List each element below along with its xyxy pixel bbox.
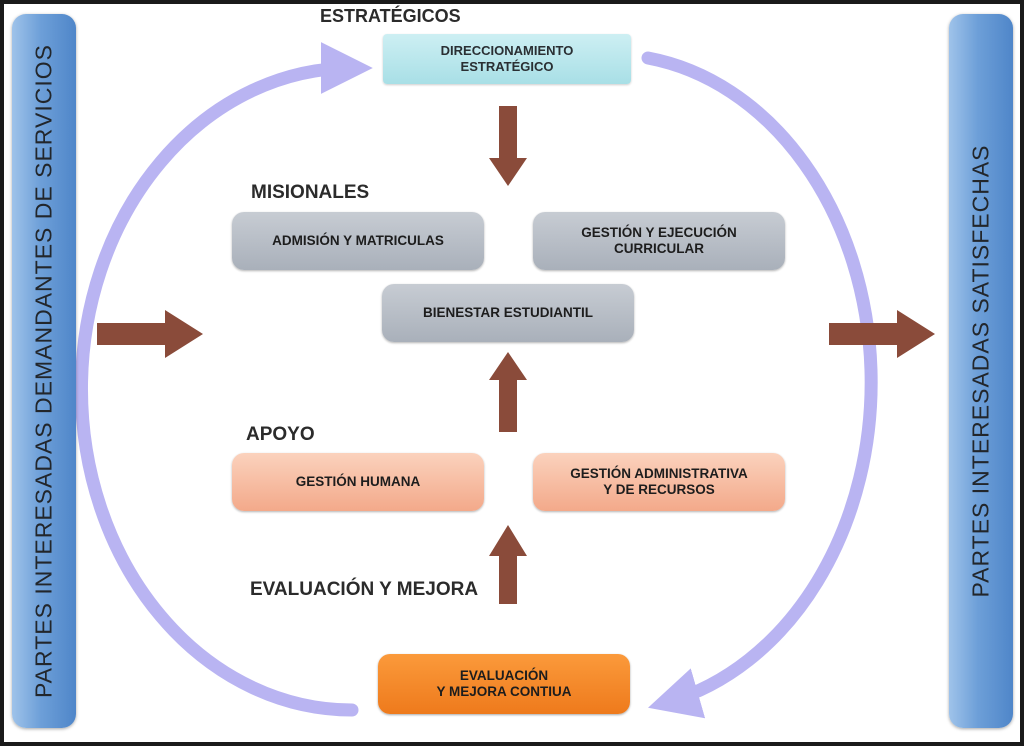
section-misionales: MISIONALES	[251, 182, 370, 203]
cycle-arc-left	[74, 42, 373, 717]
box-gestion-curricular: GESTIÓN Y EJECUCIÓN CURRICULAR	[533, 212, 785, 270]
box-admision-matriculas: ADMISIÓN Y MATRICULAS	[232, 212, 484, 270]
stakeholders-satisfied-label: PARTES INTERESADAS SATISFECHAS	[967, 144, 994, 598]
arrow-output	[829, 310, 935, 358]
stakeholders-demand-bar: PARTES INTERESADAS DEMANDANTES DE SERVIC…	[12, 14, 76, 728]
box-gestion-administrativa: GESTIÓN ADMINISTRATIVA Y DE RECURSOS	[533, 453, 785, 511]
section-apoyo: APOYO	[246, 424, 315, 445]
box-evaluacion-mejora-continua: EVALUACIÓN Y MEJORA CONTIUA	[378, 654, 630, 714]
stakeholders-demand-label: PARTES INTERESADAS DEMANDANTES DE SERVIC…	[30, 44, 57, 698]
arrow-down-strategic	[489, 106, 527, 186]
arrow-input	[97, 310, 203, 358]
box-bienestar-estudiantil: BIENESTAR ESTUDIANTIL	[382, 284, 634, 342]
arrow-up-apoyo	[489, 525, 527, 604]
stakeholders-satisfied-bar: PARTES INTERESADAS SATISFECHAS	[949, 14, 1013, 728]
box-direccionamiento-estrategico: DIRECCIONAMIENTO ESTRATÉGICO	[383, 34, 631, 84]
cycle-arc-right	[641, 51, 878, 719]
section-evaluacion: EVALUACIÓN Y MEJORA	[250, 579, 479, 600]
box-gestion-humana: GESTIÓN HUMANA	[232, 453, 484, 511]
section-estrategicos: ESTRATÉGICOS	[320, 6, 461, 26]
arrow-up-bienestar	[489, 352, 527, 432]
